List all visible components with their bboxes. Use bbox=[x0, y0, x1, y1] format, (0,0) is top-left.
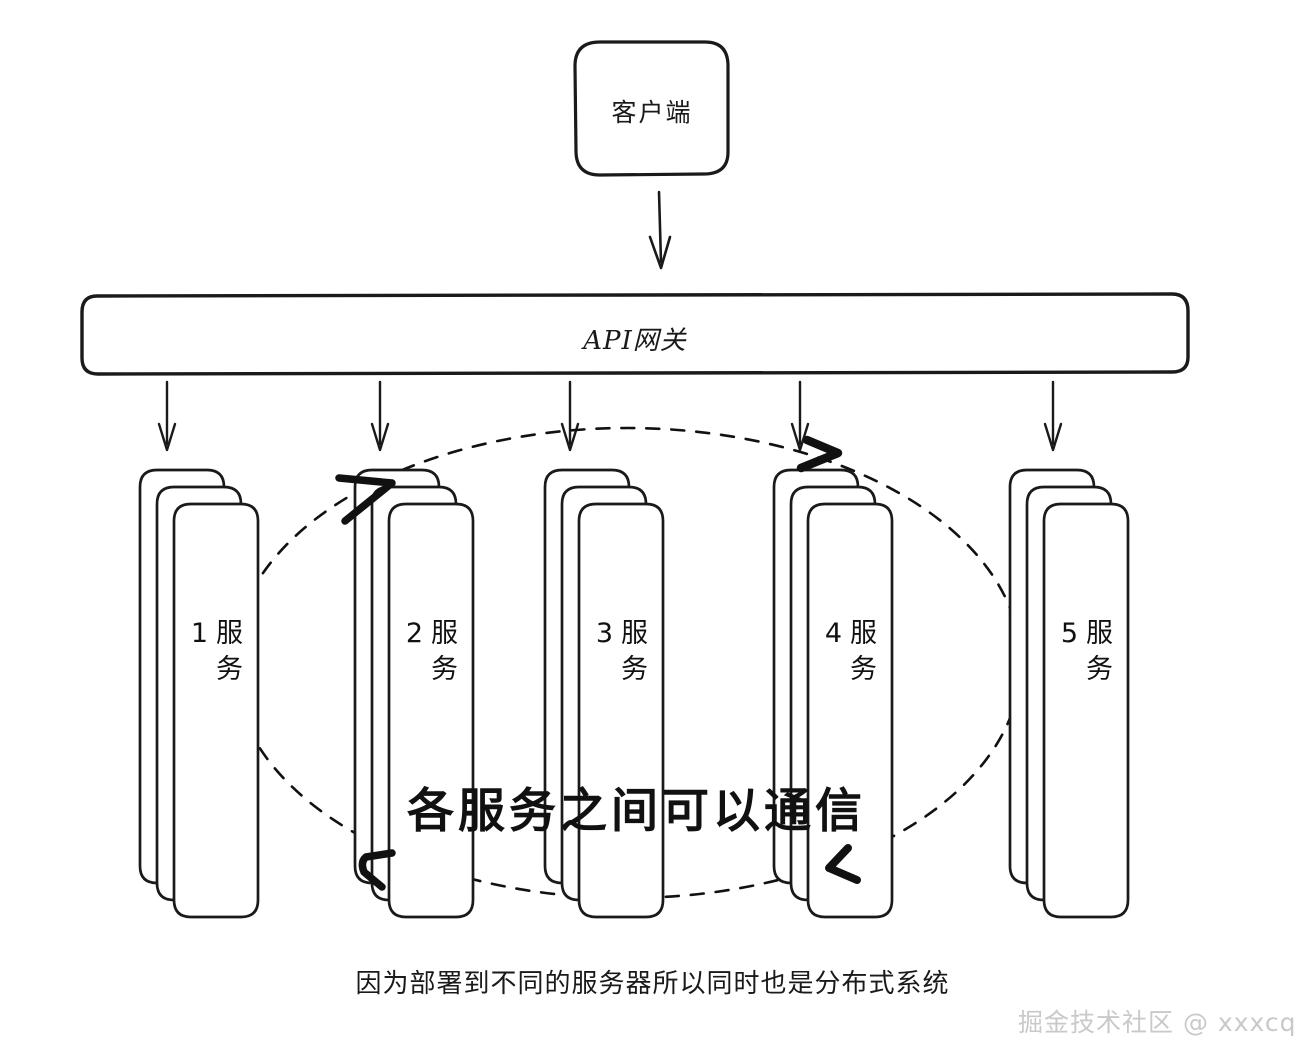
arrow-gateway-to-service-5 bbox=[1043, 380, 1063, 452]
hand-bracket-bottom-left-icon bbox=[358, 849, 396, 891]
arrow-client-to-gateway bbox=[648, 190, 672, 270]
api-gateway-bar[interactable] bbox=[80, 292, 1190, 376]
hand-bracket-top-left-icon bbox=[335, 474, 396, 525]
arrow-gateway-to-service-1 bbox=[157, 380, 177, 452]
service-2-stack[interactable] bbox=[353, 468, 475, 919]
arrow-gateway-to-service-2 bbox=[370, 380, 390, 452]
service-1-stack[interactable] bbox=[138, 468, 260, 919]
service-5-stack[interactable] bbox=[1008, 468, 1130, 919]
service-3-stack[interactable] bbox=[543, 468, 665, 919]
arrow-gateway-to-service-4 bbox=[790, 380, 810, 452]
hand-chevron-left-icon bbox=[825, 844, 861, 884]
hand-chevron-right-icon bbox=[796, 435, 843, 473]
arrow-gateway-to-service-3 bbox=[560, 380, 580, 452]
service-4-stack[interactable] bbox=[772, 468, 894, 919]
client-box[interactable] bbox=[573, 40, 730, 177]
